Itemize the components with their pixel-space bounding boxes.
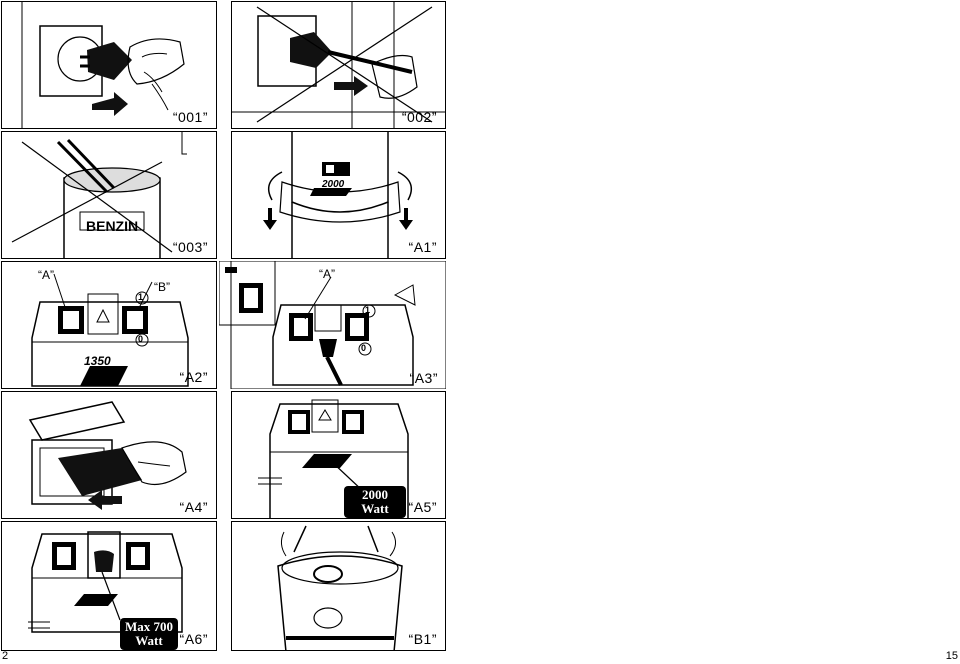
switch-panel-2000-illustration — [258, 399, 409, 518]
panel-a6: Max 700 Watt “A6” — [1, 521, 217, 651]
max-wattage-callout: Max 700 Watt — [120, 618, 178, 650]
switch-off-symbol: 0 — [138, 334, 144, 344]
switch-panel-accessory-illustration — [219, 261, 446, 389]
callout-a: “A” — [38, 268, 54, 282]
switch-off-symbol: 0 — [361, 343, 367, 353]
panel-label: “003” — [172, 239, 208, 255]
canister-label: BENZIN — [86, 218, 139, 234]
panel-a1: 2000 Watt “A1” — [231, 131, 446, 259]
max-wattage-callout-value: Max 700 — [124, 619, 174, 634]
panel-label: “B1” — [408, 631, 437, 647]
panel-a3: “A” 1 0 “A3” — [219, 261, 446, 389]
switch-on-symbol: 1 — [365, 305, 371, 315]
no-flammable-liquids-illustration — [11, 132, 187, 258]
watt-unit: Watt — [330, 189, 343, 195]
wattage-callout-unit: Watt — [361, 500, 389, 516]
wattage-text: 1350 — [84, 354, 111, 368]
wattage-text: 2000 — [322, 179, 345, 190]
page-number-right: 15 — [945, 650, 958, 662]
unlatch-head-illustration — [263, 132, 413, 258]
callout-b: “B” — [154, 280, 170, 294]
wattage-callout: 2000 Watt — [344, 486, 406, 518]
panel-002: “002” — [231, 1, 446, 129]
panel-label: “A2” — [179, 369, 208, 385]
socket-plug-illustration — [28, 401, 187, 510]
panel-a5: 2000 Watt “A5” — [231, 391, 446, 519]
switch-on-symbol: 1 — [138, 292, 144, 302]
panel-label: “A4” — [179, 499, 208, 515]
panel-001: “001” — [1, 1, 217, 129]
max-wattage-callout-unit: Watt — [135, 632, 163, 648]
switch-panel-1350-illustration — [31, 273, 189, 387]
watt-unit: Watt — [100, 366, 120, 376]
panel-label: “A1” — [408, 239, 437, 255]
panel-label: “001” — [172, 109, 208, 125]
panel-a4: “A4” — [1, 391, 217, 519]
wattage-callout-value: 2000 — [362, 487, 388, 502]
cord-pull-prohibited-illustration — [232, 2, 445, 128]
panel-label: “A6” — [179, 631, 208, 647]
plug-insertion-illustration — [21, 2, 185, 128]
panel-003: BENZIN “003” — [1, 131, 217, 259]
panel-b1: “B1” — [231, 521, 446, 651]
panel-label: “A3” — [409, 370, 438, 386]
panel-a2: “A” “B” 1 0 1350 Watt “A2” — [1, 261, 217, 389]
page-number-left: 2 — [2, 650, 9, 662]
panel-label: “002” — [401, 109, 437, 125]
panel-label: “A5” — [408, 499, 437, 515]
callout-a: “A” — [319, 267, 335, 281]
remove-filter-illustration — [277, 525, 403, 650]
power-outlet-700-illustration — [28, 531, 183, 633]
